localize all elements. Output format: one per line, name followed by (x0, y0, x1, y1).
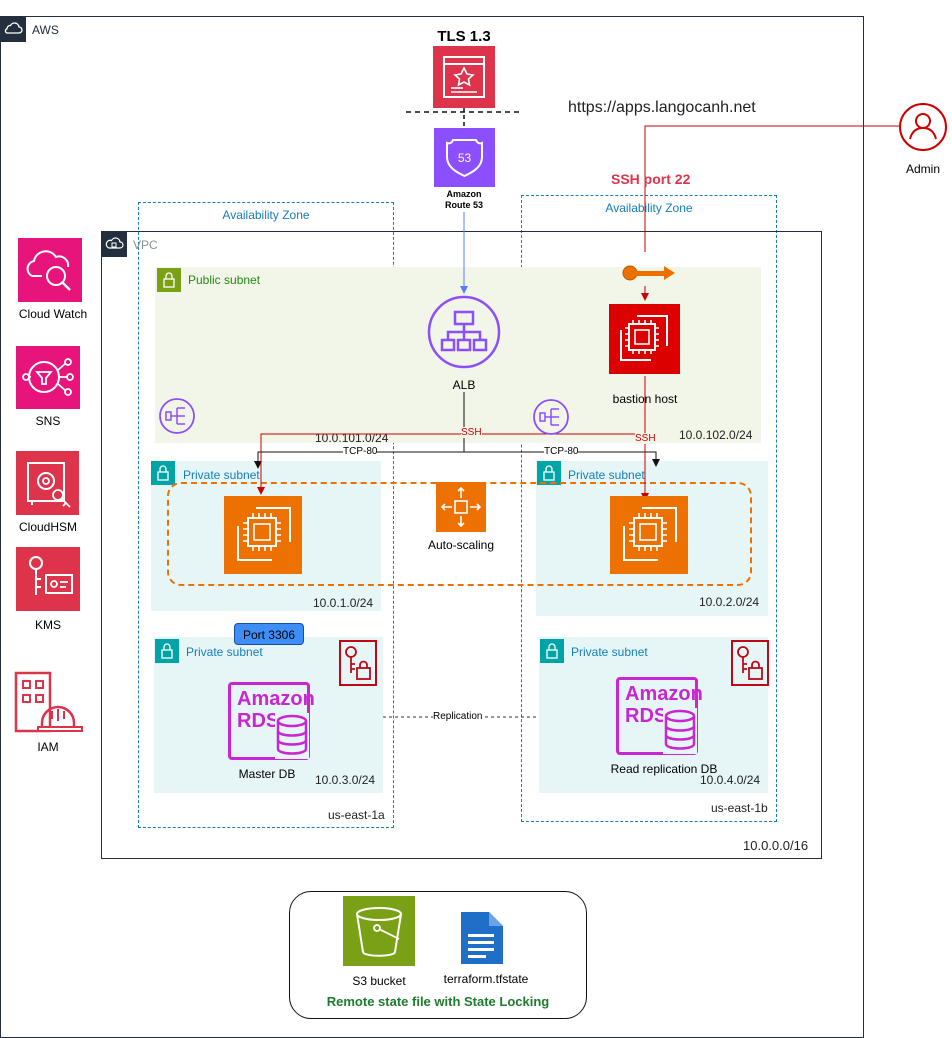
sns-icon (16, 346, 80, 409)
replication-label: Replication (433, 711, 483, 722)
auto-scaling-label: Auto-scaling (427, 538, 495, 552)
private-subnet-lock-icon (151, 461, 175, 485)
tfstate-label: terraform.tfstate (443, 972, 529, 986)
ssh-left-line (257, 433, 645, 495)
private-subnet-db-left-label: Private subnet (186, 645, 263, 659)
zone-right-label: us-east-1b (711, 801, 768, 815)
rds-replica-line2: RDS (625, 705, 668, 727)
availability-zone-right-label: Availability Zone (605, 201, 693, 215)
alb-label: ALB (414, 378, 514, 392)
tcp80-label-left: TCP-80 (343, 446, 378, 457)
private-subnet-db-left-cidr: 10.0.3.0/24 (315, 773, 376, 787)
cloudhsm-label: CloudHSM (18, 520, 78, 534)
tcp80-label-right: TCP-80 (544, 446, 579, 457)
s3-bucket-icon (343, 896, 415, 966)
private-subnet-db-right-label: Private subnet (571, 645, 648, 659)
key-management-lock-icon (731, 640, 769, 686)
private-subnet-lock-icon (155, 639, 179, 663)
zone-left-label: us-east-1a (328, 808, 385, 822)
auto-scaling-icon (436, 482, 486, 532)
private-subnet-db-right (539, 637, 768, 793)
private-subnet-app-right-cidr: 10.0.2.0/24 (699, 595, 760, 609)
public-subnet-label: Public subnet (188, 273, 261, 287)
s3-bucket-label: S3 bucket (352, 974, 406, 988)
private-subnet-app-left-label: Private subnet (183, 468, 260, 482)
nat-gateway-icon (531, 397, 575, 437)
rds-master-line1: Amazon (237, 688, 315, 710)
admin-ssh-line (644, 125, 899, 252)
master-db-label: Master DB (238, 767, 296, 781)
public-subnet-lock-icon (157, 268, 181, 292)
rds-replica-line1: Amazon (625, 683, 703, 705)
alb-icon (426, 294, 502, 370)
cloudwatch-label: Cloud Watch (18, 307, 88, 321)
port-3306-badge: Port 3306 (234, 623, 304, 645)
admin-label: Admin (905, 162, 940, 176)
key-management-lock-icon (339, 640, 377, 686)
vpc-boundary (101, 231, 822, 859)
ssh-label-left: SSH (461, 427, 482, 438)
private-subnet-db-left (154, 637, 383, 793)
remote-state-caption: Remote state file with State Locking (326, 994, 550, 1009)
replica-db-label: Read replication DB (610, 762, 718, 776)
admin-user-icon (898, 102, 948, 152)
port-3306-label: Port 3306 (242, 628, 296, 642)
ec2-instance-icon-left (224, 496, 302, 574)
remote-state-container (289, 891, 587, 1019)
tls-label: TLS 1.3 (437, 28, 491, 45)
document-icon (456, 910, 508, 966)
bastion-host-ec2-icon (609, 304, 680, 374)
ssh-port-label: SSH port 22 (611, 171, 691, 187)
bastion-host-label: bastion host (612, 392, 678, 406)
aws-label: AWS (32, 23, 59, 37)
ssh-key-icon (620, 260, 678, 286)
nat-gateway-icon (157, 396, 201, 436)
private-subnet-db-right-cidr: 10.0.4.0/24 (700, 773, 761, 787)
private-subnet-app-right-label: Private subnet (568, 468, 645, 482)
tcp80-left-line (254, 451, 464, 469)
rds-replica-icon: Amazon RDS (616, 677, 703, 755)
ec2-instance-icon-right (610, 496, 688, 574)
vpc-cidr: 10.0.0.0/16 (743, 838, 809, 853)
private-subnet-app-left-cidr: 10.0.1.0/24 (313, 596, 374, 610)
route53-label-line1: Amazon (446, 189, 482, 199)
kms-label: KMS (34, 618, 61, 632)
rds-master-icon: Amazon RDS (228, 682, 315, 760)
private-subnet-lock-icon (540, 639, 564, 663)
sns-label: SNS (35, 414, 61, 428)
certificate-manager-icon (433, 46, 495, 108)
svg-text:53: 53 (458, 151, 472, 165)
availability-zone-right (521, 195, 777, 822)
kms-icon (16, 547, 80, 611)
route53-icon: 53 (434, 128, 495, 187)
app-url: https://apps.langocanh.net (568, 99, 756, 116)
ssh-label-right: SSH (635, 433, 656, 444)
private-subnet-lock-icon (537, 461, 561, 485)
rds-master-line2: RDS (237, 710, 280, 732)
vpc-label: VPC (133, 238, 158, 252)
route53-label-line2: Route 53 (444, 200, 483, 210)
iam-icon (14, 671, 84, 735)
tcp80-right-line (464, 451, 660, 467)
cloudhsm-icon (16, 451, 79, 515)
cloudwatch-icon (18, 238, 82, 302)
availability-zone-left (138, 202, 394, 828)
iam-label: IAM (37, 740, 59, 754)
vpc-icon (101, 231, 127, 257)
aws-cloud-icon (0, 16, 26, 42)
availability-zone-left-label: Availability Zone (222, 208, 310, 222)
public-subnet-right-cidr: 10.0.102.0/24 (679, 428, 753, 442)
